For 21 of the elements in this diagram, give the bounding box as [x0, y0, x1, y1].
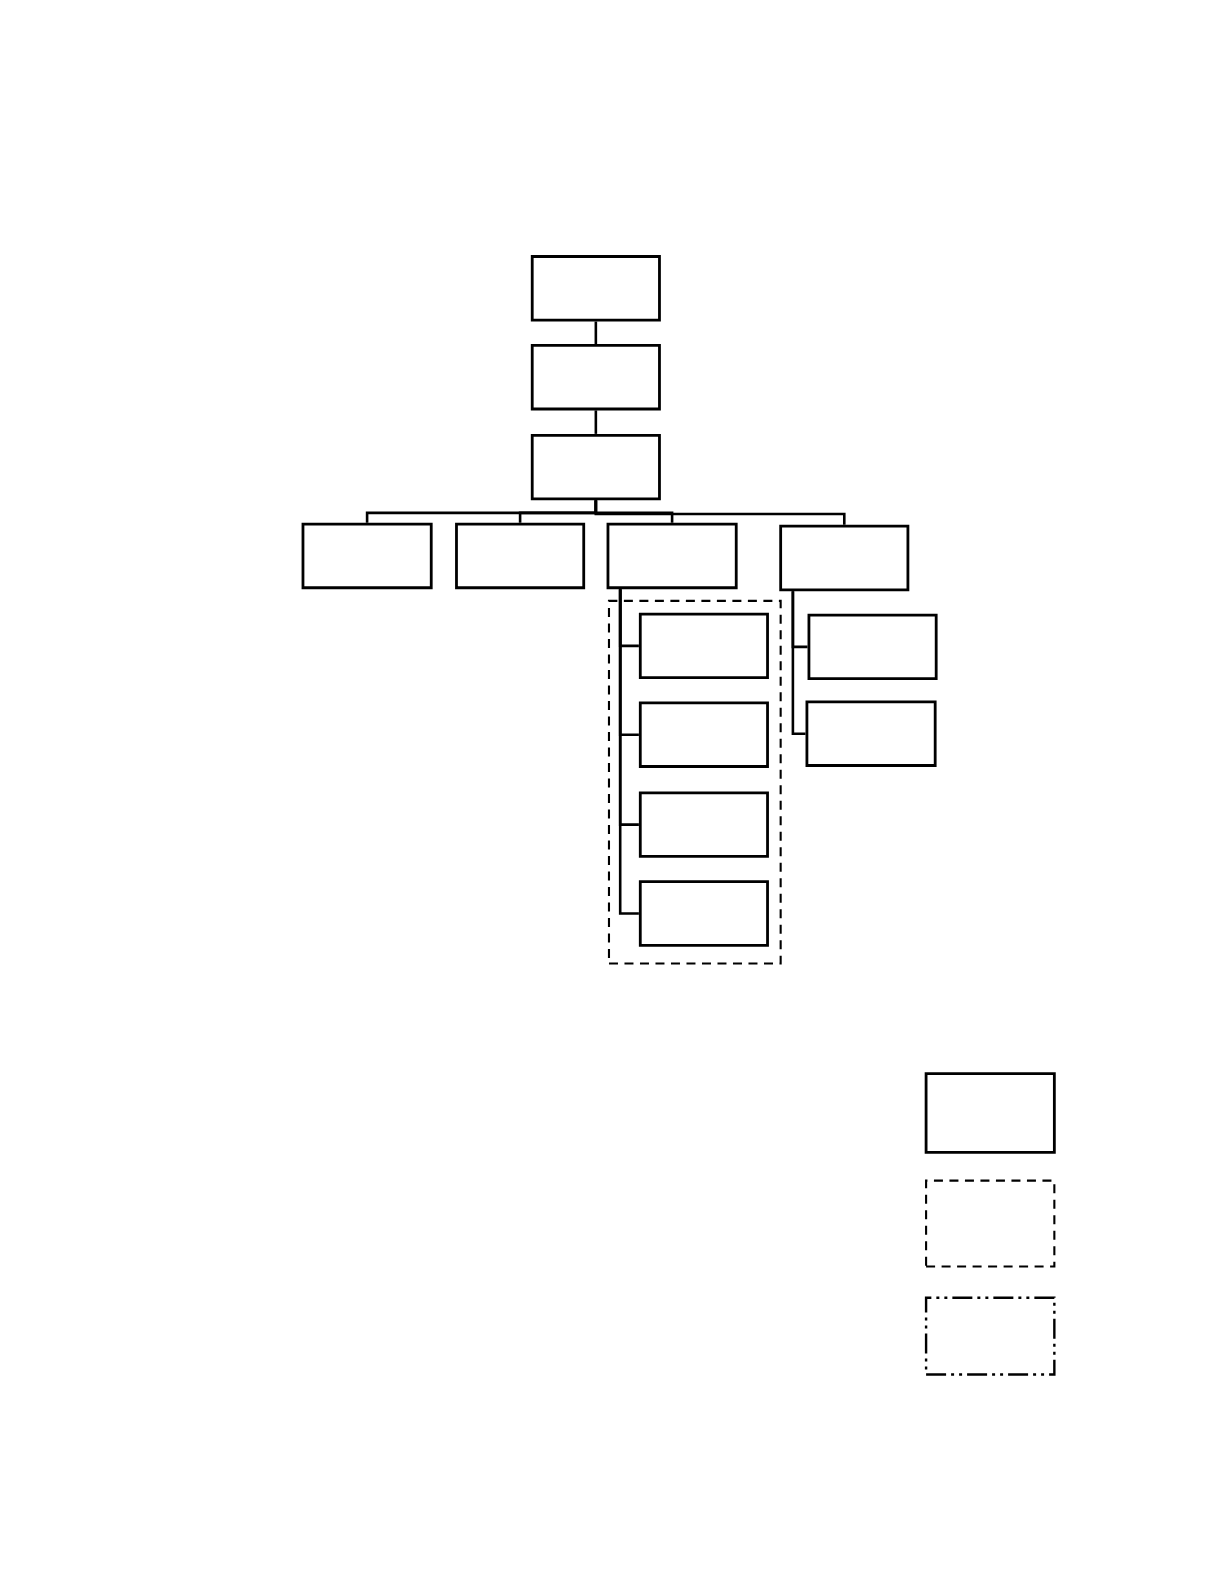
- connector-line: [594, 321, 598, 344]
- box: [455, 522, 586, 590]
- box: [530, 255, 661, 322]
- dashed-box: [607, 599, 782, 965]
- box: [638, 701, 769, 768]
- connector-line: [618, 589, 639, 915]
- box: [807, 613, 938, 681]
- box: [301, 522, 433, 590]
- dashed-box: [925, 1179, 1056, 1268]
- box: [638, 612, 769, 680]
- connector-line: [594, 410, 598, 434]
- box: [606, 522, 738, 590]
- box: [638, 880, 769, 947]
- box: [638, 791, 769, 858]
- connector-line: [594, 500, 846, 525]
- box: [530, 344, 661, 411]
- box: [779, 524, 910, 592]
- box: [805, 700, 937, 767]
- connector-line: [791, 591, 806, 735]
- box: [530, 433, 661, 501]
- box: [924, 1072, 1056, 1154]
